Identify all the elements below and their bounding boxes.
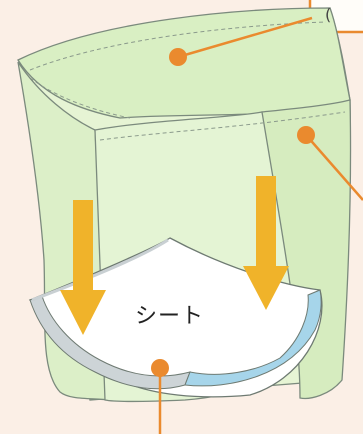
callout-dot-top [169,48,187,66]
callout-dot-right [297,126,315,144]
callout-box-text: ( [325,5,331,24]
callout-dot-bottom [151,359,169,377]
sheet-label: シート [135,298,204,330]
